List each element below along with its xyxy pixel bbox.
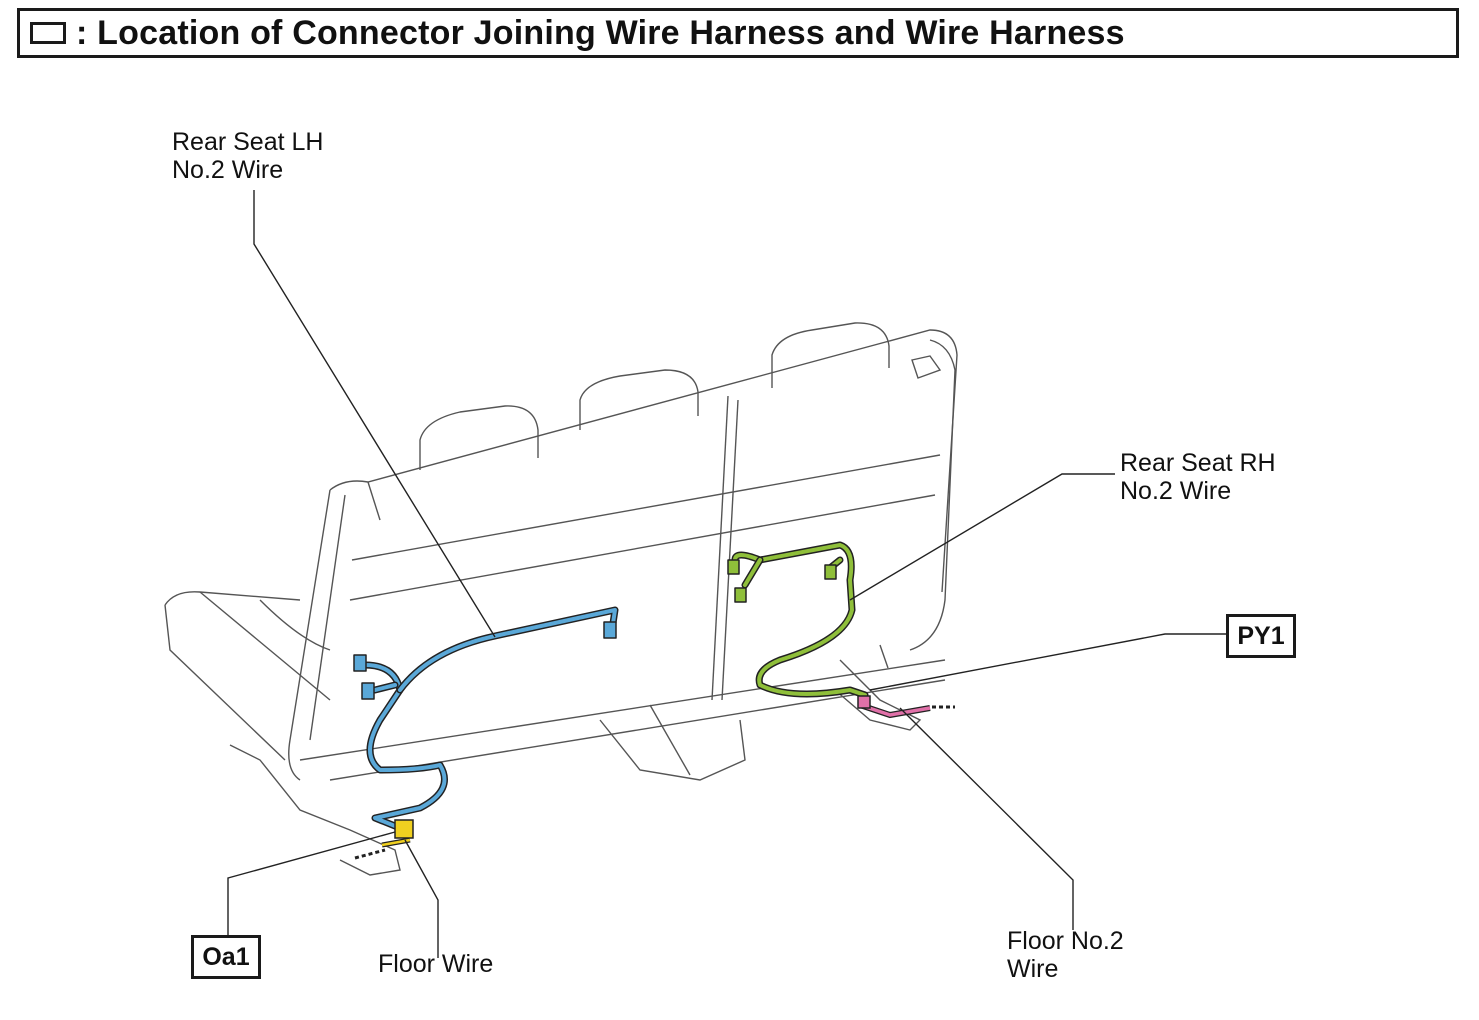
rear-seat-lh-label-line2: No.2 Wire [172, 156, 284, 184]
floor-wire [354, 819, 414, 860]
rear-seat-rh-label-line1: Rear Seat RH [1120, 449, 1276, 477]
floor-no2-wire [857, 695, 955, 719]
rear-seat-lh-wire [353, 606, 619, 832]
connector-box-icon [30, 22, 66, 44]
seat-outline [164, 322, 958, 876]
rear-seat-rh-label: Rear Seat RH No.2 Wire [1120, 449, 1276, 505]
floor-wire-label: Floor Wire [378, 950, 494, 978]
rear-seat-rh-wire [727, 541, 869, 699]
rear-seat-rh-label-line2: No.2 Wire [1120, 477, 1232, 505]
rear-seat-lh-label: Rear Seat LH No.2 Wire [172, 128, 323, 184]
title-bar: : Location of Connector Joining Wire Har… [17, 8, 1459, 58]
floor-no2-label-line2: Wire [1007, 955, 1059, 983]
floor-no2-label-line1: Floor No.2 [1007, 927, 1124, 955]
rear-seat-lh-label-line1: Rear Seat LH [172, 128, 324, 156]
connector-py1-label: PY1 [1226, 614, 1296, 658]
connector-oa1-label: Oa1 [191, 935, 261, 979]
leader-lines [227, 190, 1228, 958]
page-title: : Location of Connector Joining Wire Har… [76, 13, 1125, 52]
floor-no2-wire-label: Floor No.2 Wire [1007, 927, 1124, 983]
